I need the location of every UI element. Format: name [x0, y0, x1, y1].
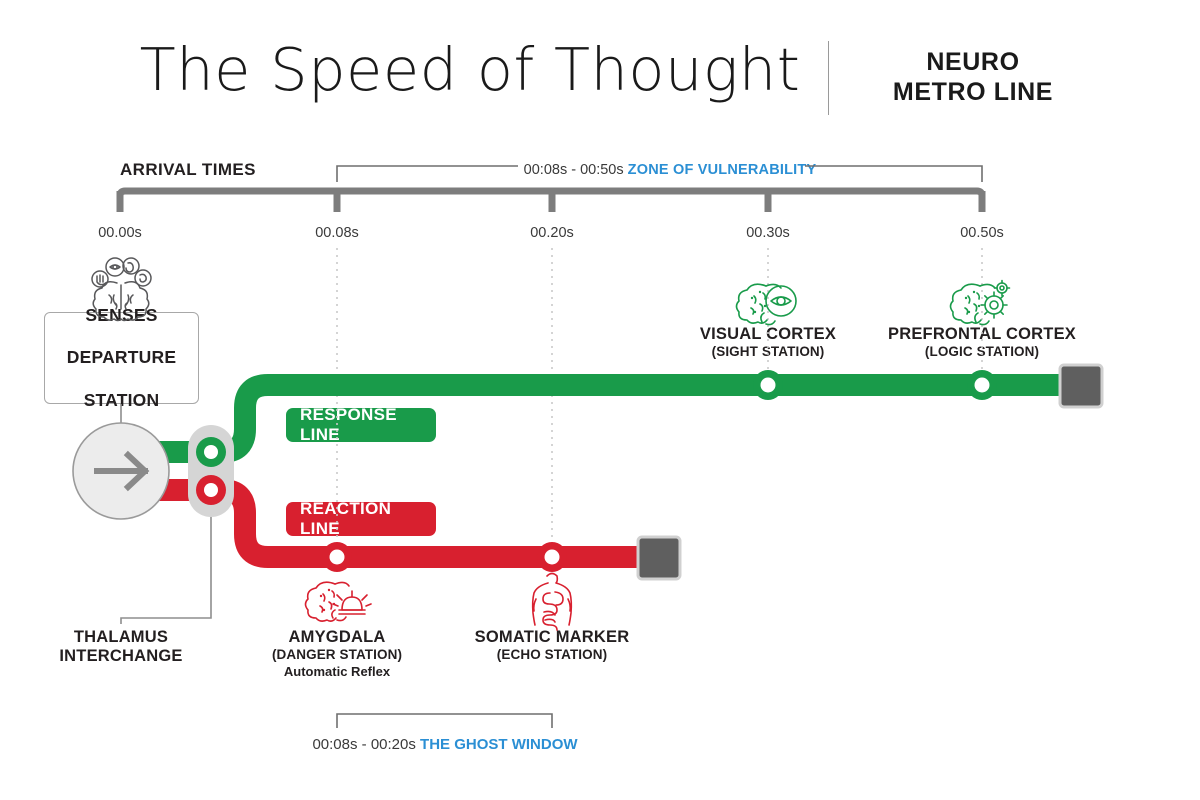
response-line-terminus — [1058, 363, 1104, 409]
ruler-ticks — [116, 191, 986, 212]
senses-departure-station-box: SENSES DEPARTURE STATION — [44, 305, 199, 410]
thalamus-interchange-label: THALAMUS INTERCHANGE — [0, 628, 251, 667]
thalamus-line-1: THALAMUS — [73, 628, 169, 646]
thalamus-line-2: INTERCHANGE — [59, 647, 183, 666]
station-label-prefrontal-cortex: PREFRONTAL CORTEX(LOGIC STATION) — [852, 325, 1112, 360]
departure-station-label: SENSES DEPARTURE STATION — [67, 305, 176, 412]
brand-mark: NEURO METRO LINE — [858, 47, 1088, 107]
response-line-badge[interactable]: RESPONSE LINE — [286, 405, 436, 444]
station-label-amygdala: AMYGDALA(DANGER STATION)Automatic Reflex — [207, 628, 467, 680]
brain-gear-icon — [949, 279, 1011, 326]
brain-alarm-icon — [304, 581, 372, 622]
station-dot-somatic-marker[interactable] — [537, 542, 567, 572]
brand-line-1: NEURO — [926, 48, 1020, 76]
station-dot-prefrontal-cortex[interactable] — [967, 370, 997, 400]
brand-line-2: METRO LINE — [892, 78, 1054, 106]
thalamus-interchange-marker[interactable] — [188, 425, 234, 517]
tick-label-0008: 00.08s — [315, 225, 359, 241]
zone-of-vulnerability-caption: 00:08s - 00:50s ZONE OF VULNERABILITY — [440, 162, 900, 178]
station-name: PREFRONTAL CORTEX — [888, 325, 1076, 343]
tick-label-0020: 00.20s — [530, 225, 574, 241]
ghost-window-bracket — [336, 713, 553, 728]
arrival-times-label: ARRIVAL TIMES — [120, 160, 256, 179]
departure-line-1: SENSES — [85, 304, 158, 325]
page-title: The Speed of Thought — [139, 35, 801, 104]
senses-hub-circle[interactable] — [72, 422, 170, 520]
reaction-line-terminus — [636, 535, 682, 581]
station-name: SOMATIC MARKER — [474, 628, 630, 646]
station-subtitle: (LOGIC STATION) — [924, 344, 1040, 360]
station-subtitle: (ECHO STATION) — [496, 647, 608, 663]
station-label-somatic-marker: SOMATIC MARKER(ECHO STATION) — [422, 628, 682, 663]
zone-name: ZONE OF VULNERABILITY — [627, 162, 817, 178]
header: The Speed of Thought NEURO METRO LINE — [0, 0, 1200, 140]
ghost-range: 00:08s - 00:20s — [312, 736, 421, 753]
tick-label-0000: 00.00s — [98, 225, 142, 241]
ghost-window-caption: 00:08s - 00:20s THE GHOST WINDOW — [215, 736, 675, 753]
station-name: AMYGDALA — [288, 628, 386, 646]
brain-eye-icon — [735, 283, 797, 326]
thalamus-connector — [120, 500, 212, 624]
station-dot-group — [322, 370, 997, 572]
station-note: Automatic Reflex — [283, 664, 391, 680]
title-divider — [828, 41, 829, 115]
tick-label-0050: 00.50s — [960, 225, 1004, 241]
station-dot-visual-cortex[interactable] — [753, 370, 783, 400]
reaction-line-badge[interactable]: REACTION LINE — [286, 499, 436, 538]
departure-line-2: DEPARTURE — [66, 347, 177, 368]
tick-label-0030: 00.30s — [746, 225, 790, 241]
station-subtitle: (DANGER STATION) — [271, 647, 403, 663]
torso-gut-icon — [531, 572, 573, 631]
departure-line-3: STATION — [83, 390, 160, 411]
station-dot-amygdala[interactable] — [322, 542, 352, 572]
ghost-name: THE GHOST WINDOW — [420, 736, 578, 753]
timeline-ruler — [116, 187, 986, 212]
zone-range: 00:08s - 00:50s — [523, 162, 628, 178]
